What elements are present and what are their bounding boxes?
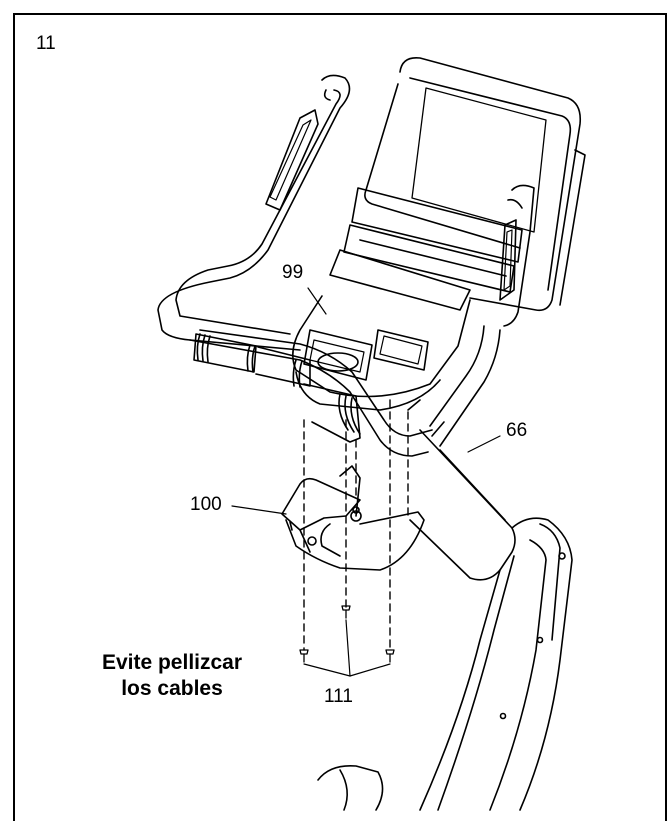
- console-screen: [411, 87, 547, 233]
- part-99-shroud: [292, 295, 471, 411]
- console: [329, 56, 586, 312]
- left-grip-pad: [265, 109, 319, 211]
- leader-lines: [231, 287, 501, 677]
- warning-line-1: Evite pellizcar: [101, 651, 243, 674]
- screw-icon: [341, 605, 351, 619]
- callout-111: 111: [324, 686, 353, 707]
- screw-icon: [385, 649, 395, 663]
- left-foam-grip: [193, 333, 257, 373]
- callout-100: 100: [190, 494, 222, 515]
- step-number: 11: [36, 33, 56, 54]
- callout-66: 66: [506, 420, 528, 441]
- instruction-frame: [13, 13, 667, 821]
- screw-icon: [299, 649, 309, 663]
- handlebar: [157, 74, 535, 457]
- right-grip-pad: [499, 219, 517, 301]
- cup-holder-left: [309, 339, 365, 373]
- part-66-frame: [317, 399, 573, 811]
- alignment-lines: [303, 399, 409, 651]
- cup-holder-right: [379, 335, 423, 365]
- callout-99: 99: [282, 262, 304, 283]
- center-foam-grip: [303, 383, 361, 443]
- warning-note: Evite pellizcar los cables: [72, 650, 272, 702]
- screws-111: [299, 605, 395, 663]
- warning-line-2: los cables: [121, 677, 223, 700]
